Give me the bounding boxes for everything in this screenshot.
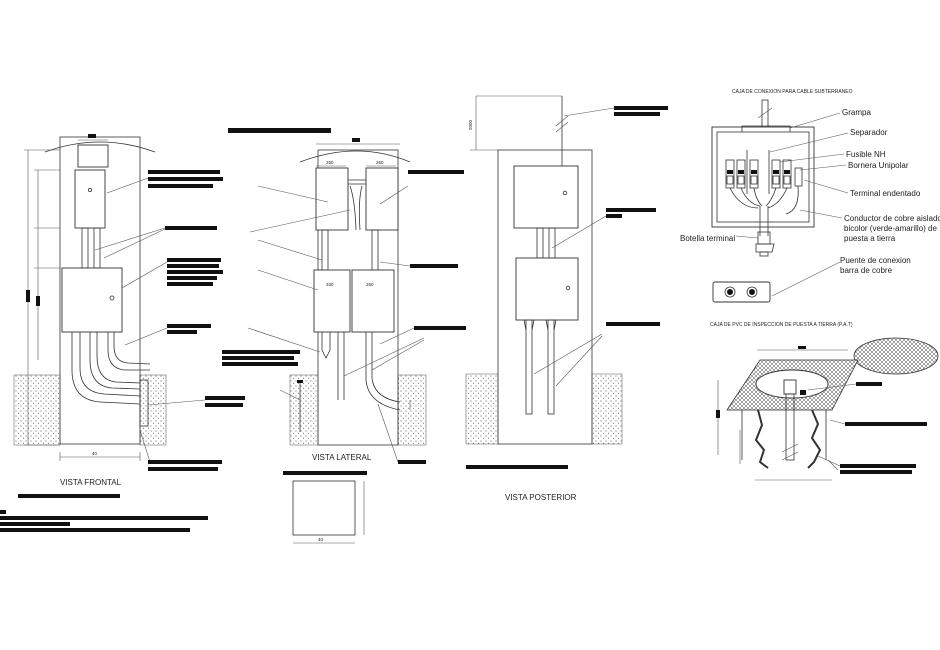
connection-enclosure-inner [716, 131, 810, 223]
side-upper-box-left [315, 167, 349, 231]
rear-lower-box [515, 257, 579, 321]
pvc-box-title: CAJA DE PVC DE INSPECCION DE PUESTA A TI… [710, 322, 853, 328]
front-pillar-body [59, 136, 141, 445]
callout-separador: Separador [850, 128, 888, 137]
pvc-box-detail: CAJA DE PVC DE INSPECCION DE PUESTA A TI… [710, 322, 939, 481]
connection-enclosure [711, 126, 815, 228]
side-pillar-roof [299, 150, 411, 163]
side-dim-a: 250 [326, 160, 334, 165]
side-soil-right [397, 374, 427, 446]
rear-lower-lock [565, 285, 571, 291]
side-plan-box [292, 480, 356, 536]
callout-botella: Botella terminal [680, 234, 735, 243]
rear-soil-left [465, 373, 499, 445]
front-upper-lock [88, 187, 93, 192]
rear-upper-box [513, 165, 579, 229]
front-top-cap [77, 144, 109, 168]
callout-puente-2: barra de cobre [840, 266, 893, 275]
rear-view: 2000 VISTA POSTERIOR [465, 95, 668, 502]
callout-puente-1: Puente de conexion [840, 256, 911, 265]
front-view-label: VISTA FRONTAL [60, 478, 122, 487]
side-lower-box-left [313, 269, 351, 333]
callout-bornera: Bornera Unipolar [848, 161, 909, 170]
side-view: 250 260 330 260 [222, 128, 466, 544]
callout-conductor-2: bicolor (verde-amarillo) de [844, 224, 937, 233]
rear-pillar-body [497, 149, 593, 445]
callout-fusible: Fusible NH [846, 150, 886, 159]
side-view-label: VISTA LATERAL [312, 453, 372, 462]
side-dim-c: 330 [326, 282, 334, 287]
side-upper-box-right [365, 167, 399, 231]
front-soil-left [13, 374, 61, 446]
pvc-wall-right [807, 409, 822, 469]
pvc-lid [853, 337, 939, 375]
callout-conductor-3: puesta a tierra [844, 234, 896, 243]
side-soil-left [289, 374, 319, 446]
connection-box-title: CAJA DE CONEXION PARA CABLE SUBTERRANEO [732, 89, 853, 95]
callout-terminal: Terminal endentado [850, 189, 921, 198]
callout-conductor-1: Conductor de cobre aislado [844, 214, 940, 223]
side-dim-e: 40 [318, 537, 324, 542]
side-dim-b: 260 [376, 160, 384, 165]
front-dim-width: 40 [92, 451, 98, 456]
rear-soil-right [591, 373, 623, 445]
rear-dim-height: 2000 [468, 119, 473, 130]
front-view: 40 VISTA FRONTAL [0, 134, 245, 532]
rear-view-label: VISTA POSTERIOR [505, 493, 577, 502]
puente-barra-cobre [712, 281, 771, 303]
front-lower-lock [109, 295, 115, 301]
rear-upper-lock [562, 190, 568, 196]
pvc-wall-left [754, 409, 769, 469]
callout-grampa: Grampa [842, 108, 871, 117]
front-soil-right [139, 374, 167, 446]
connection-box-detail: CAJA DE CONEXION PARA CABLE SUBTERRANEO [680, 89, 940, 303]
side-lower-box-right [351, 269, 395, 333]
front-upper-box [74, 169, 106, 229]
side-dim-d: 260 [366, 282, 374, 287]
bornera [794, 167, 803, 187]
front-pillar-roof [44, 141, 156, 153]
